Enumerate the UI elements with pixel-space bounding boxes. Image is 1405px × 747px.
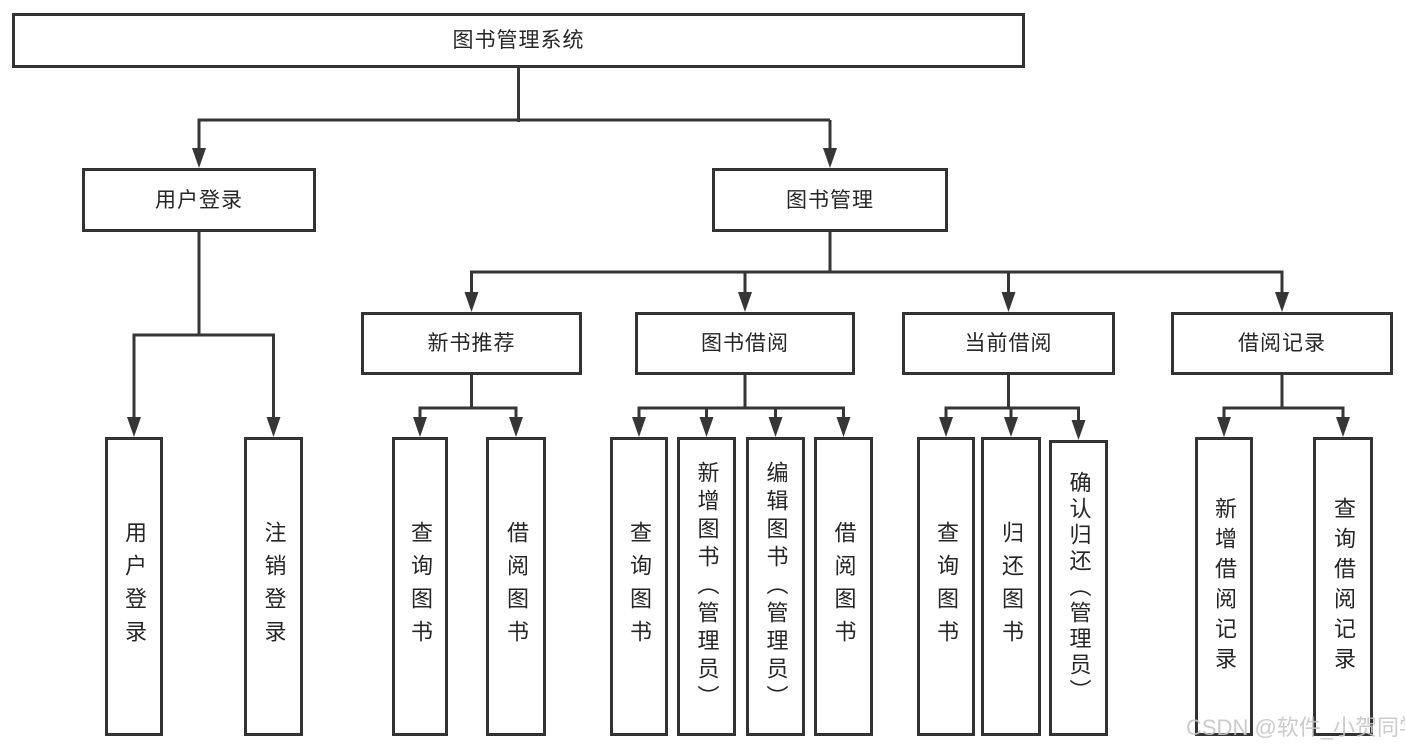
leaf-borrow-books-recommend: 借阅图书 <box>486 437 546 736</box>
arrowhead-down-icon <box>127 417 141 437</box>
leaf-label: 注销登录 <box>261 520 287 653</box>
arrowhead-down-icon <box>192 148 206 168</box>
leaf-return-books: 归还图书 <box>981 437 1041 736</box>
arrowhead-down-icon <box>1071 420 1086 440</box>
node-label: 图书管理 <box>786 188 874 212</box>
arrowhead-down-icon <box>1001 292 1016 312</box>
node-label: 图书借阅 <box>701 332 789 355</box>
leaf-borrow-books: 借阅图书 <box>814 437 873 736</box>
arrowhead-down-icon <box>738 292 752 312</box>
arrowhead-down-icon <box>1004 417 1018 437</box>
leaf-label: 用户登录 <box>122 520 147 653</box>
node-book-management: 图书管理 <box>712 168 948 232</box>
arrowhead-down-icon <box>823 148 837 168</box>
leaf-query-books-current: 查询图书 <box>917 437 975 736</box>
leaf-query-books-recommend: 查询图书 <box>392 437 448 736</box>
leaf-label: 查询图书 <box>627 520 652 653</box>
leaf-user-login: 用户登录 <box>105 437 163 736</box>
leaf-label: 编辑图书（管理员） <box>763 460 789 713</box>
arrowhead-down-icon <box>266 417 281 437</box>
node-user-login: 用户登录 <box>82 168 316 232</box>
leaf-edit-books-admin: 编辑图书（管理员） <box>746 437 805 736</box>
node-label: 借阅记录 <box>1238 332 1326 355</box>
leaf-query-books-borrowing: 查询图书 <box>610 437 668 736</box>
leaf-label: 查询图书 <box>934 520 959 653</box>
arrowhead-down-icon <box>1336 417 1350 437</box>
leaf-label: 借阅图书 <box>504 520 529 653</box>
node-borrowing-records: 借阅记录 <box>1171 312 1393 375</box>
node-root-library-system: 图书管理系统 <box>12 13 1025 68</box>
arrowhead-down-icon <box>1275 292 1289 312</box>
node-current-borrowing: 当前借阅 <box>902 312 1115 375</box>
leaf-label: 新增图书（管理员） <box>694 460 720 713</box>
leaf-label: 归还图书 <box>999 520 1024 653</box>
leaf-label: 查询图书 <box>408 520 433 653</box>
arrowhead-down-icon <box>939 417 953 437</box>
arrowhead-down-icon <box>699 417 714 437</box>
arrowhead-down-icon <box>509 417 523 437</box>
leaf-label: 查询借阅记录 <box>1331 496 1356 677</box>
leaf-logout: 注销登录 <box>244 437 303 736</box>
csdn-watermark: CSDN @软件_小贺同学 <box>1186 715 1405 740</box>
arrowhead-down-icon <box>836 417 851 437</box>
arrowhead-down-icon <box>464 292 479 312</box>
arrowhead-down-icon <box>632 417 646 437</box>
node-label: 图书管理系统 <box>452 29 585 52</box>
arrowhead-down-icon <box>1217 417 1231 437</box>
node-new-book-recommend: 新书推荐 <box>361 312 582 375</box>
node-label: 新书推荐 <box>427 332 516 355</box>
leaf-label: 确认归还（管理员） <box>1066 471 1092 705</box>
node-label: 用户登录 <box>155 188 243 212</box>
leaf-query-borrow-record: 查询借阅记录 <box>1313 437 1373 736</box>
leaf-confirm-return-admin: 确认归还（管理员） <box>1049 440 1108 736</box>
arrowhead-down-icon <box>768 417 783 437</box>
leaf-label: 借阅图书 <box>831 520 857 653</box>
node-label: 当前借阅 <box>964 332 1053 355</box>
node-book-borrowing: 图书借阅 <box>635 312 855 375</box>
arrowhead-down-icon <box>413 417 427 437</box>
leaf-add-books-admin: 新增图书（管理员） <box>677 437 736 736</box>
leaf-label: 新增借阅记录 <box>1212 496 1237 677</box>
leaf-add-borrow-record: 新增借阅记录 <box>1195 437 1253 736</box>
